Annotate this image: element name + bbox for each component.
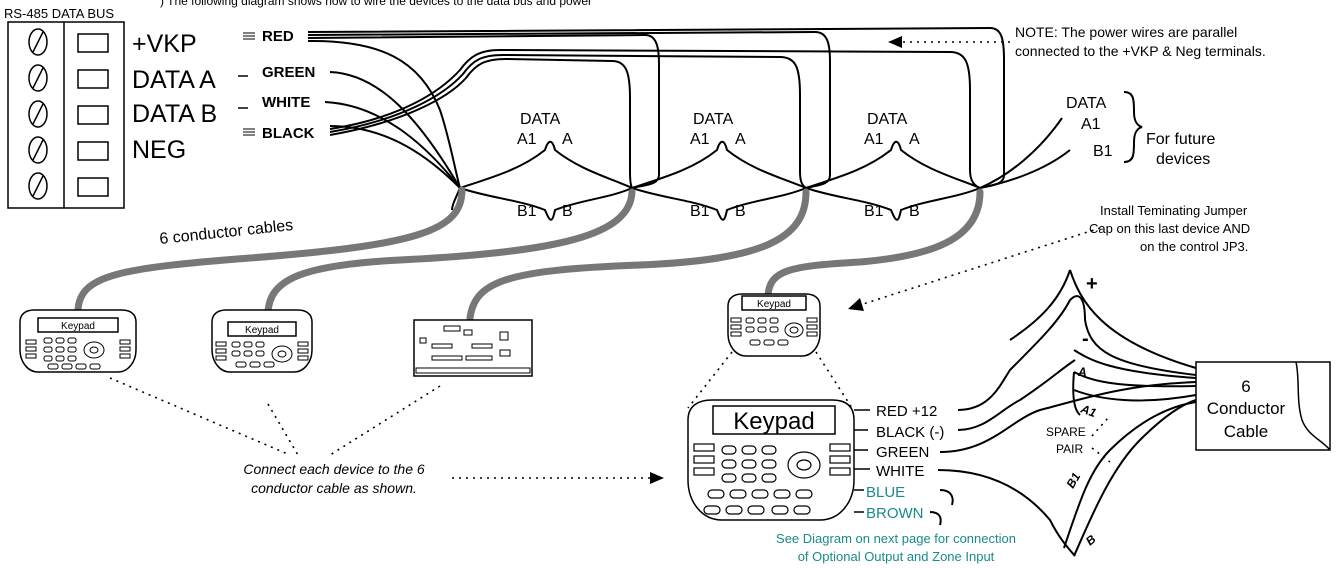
- junction-2-data: DATA: [693, 111, 734, 128]
- cables-label: 6 conductor cables: [159, 217, 294, 248]
- fan-a: A: [1077, 365, 1087, 379]
- junction-2-a1: A1: [690, 131, 710, 148]
- junction-3-a1: A1: [864, 131, 884, 148]
- fan-plus: +: [1086, 273, 1098, 295]
- fan-b: B: [1083, 532, 1099, 549]
- future-b1: B1: [1093, 143, 1113, 160]
- see-note-line-1: See Diagram on next page for connection: [776, 531, 1016, 546]
- terminal-label-data-a: DATA A: [132, 66, 216, 94]
- junction-3-b: B: [909, 203, 920, 220]
- keypad-wire-blue: BLUE: [866, 484, 905, 501]
- cable-box-line-2: Conductor: [1207, 399, 1286, 418]
- junction-1-data: DATA: [520, 111, 561, 128]
- terminal-label-data-b: DATA B: [132, 100, 217, 128]
- junction-3-b1: B1: [864, 203, 884, 220]
- junction-1-b: B: [562, 203, 573, 220]
- keypad-large: Keypad: [687, 399, 855, 521]
- keypad-wire-stubs: [854, 409, 870, 513]
- spare-line-1: SPARE: [1046, 425, 1086, 439]
- keypad-large-label: Keypad: [733, 408, 814, 435]
- fan-a1: A1: [1078, 401, 1098, 420]
- device-cables: [74, 186, 984, 322]
- circuit-board-device: [413, 319, 533, 377]
- junction-3-a: A: [909, 131, 920, 148]
- keypad-device-1: Keypad: [19, 309, 137, 373]
- junction-1-b1: B1: [517, 203, 537, 220]
- jumper-note-line-2: Cap on this last device AND: [1089, 221, 1250, 236]
- keypad-wire-red: RED +12: [876, 403, 937, 420]
- junction-3-data: DATA: [867, 111, 908, 128]
- wire-label-green: GREEN: [262, 64, 315, 81]
- see-note-line-2: of Optional Output and Zone Input: [798, 549, 995, 564]
- jumper-note-line-1: Install Teminating Jumper: [1100, 203, 1248, 218]
- note-line-2: connected to the +VKP & Neg terminals.: [1015, 43, 1266, 59]
- connect-note-line-2: conductor cable as shown.: [251, 480, 417, 496]
- future-label-1: For future: [1146, 131, 1215, 148]
- arrow-down-left-icon: [848, 298, 864, 311]
- cable-box-line-1: 6: [1241, 377, 1250, 396]
- terminal-label-neg: NEG: [132, 136, 186, 164]
- keypad-last-label: Keypad: [757, 299, 791, 310]
- terminal-block: [7, 21, 125, 209]
- arrow-right-icon: [650, 472, 664, 484]
- bus-title: RS-485 DATA BUS: [4, 6, 114, 21]
- keypad-output-wires: [929, 295, 1197, 557]
- terminal-slots: [77, 33, 109, 197]
- note-line-1: NOTE: The power wires are parallel: [1015, 24, 1237, 40]
- junction-1-a1: A1: [517, 131, 537, 148]
- connect-note-line-1: Connect each device to the 6: [243, 461, 425, 477]
- triple-bar-icon: [243, 32, 255, 40]
- wire-label-red: RED: [262, 28, 294, 45]
- terminal-screws: [28, 28, 48, 200]
- junction-1-a: A: [562, 131, 573, 148]
- keypad-wire-white: WHITE: [876, 463, 924, 480]
- cable-fan: [1009, 269, 1197, 557]
- keypad-wire-brown: BROWN: [866, 505, 924, 522]
- keypad-wire-black: BLACK (-): [876, 424, 944, 441]
- spare-line-2: PAIR: [1056, 442, 1083, 456]
- cable-box: [1195, 361, 1331, 451]
- fan-b1: B1: [1063, 470, 1083, 491]
- keypad-device-last: Keypad: [727, 293, 821, 357]
- cable-box-line-3: Cable: [1224, 422, 1268, 441]
- terminal-label-vkp: +VKP: [132, 30, 197, 58]
- keypad-device-2: Keypad: [211, 309, 313, 373]
- future-a1: A1: [1081, 116, 1101, 133]
- junction-2-b: B: [735, 203, 746, 220]
- wire-label-black: BLACK: [262, 125, 315, 142]
- future-data: DATA: [1066, 95, 1107, 112]
- future-label-2: devices: [1156, 151, 1210, 168]
- arrow-left-icon: [888, 36, 902, 48]
- future-brace: [1123, 91, 1143, 163]
- junction-2-a: A: [735, 131, 746, 148]
- header-partial-text: ) The following diagram shows how to wir…: [160, 0, 592, 8]
- keypad-2-label: Keypad: [245, 325, 279, 336]
- fan-minus: -: [1082, 328, 1089, 350]
- triple-bar-icon: [243, 128, 255, 136]
- wire-label-white: WHITE: [262, 94, 310, 111]
- keypad-wire-green: GREEN: [876, 444, 929, 461]
- jumper-note-line-3: on the control JP3.: [1140, 239, 1248, 254]
- junction-loops: [459, 117, 1071, 221]
- keypad-1-label: Keypad: [61, 321, 95, 332]
- junction-2-b1: B1: [690, 203, 710, 220]
